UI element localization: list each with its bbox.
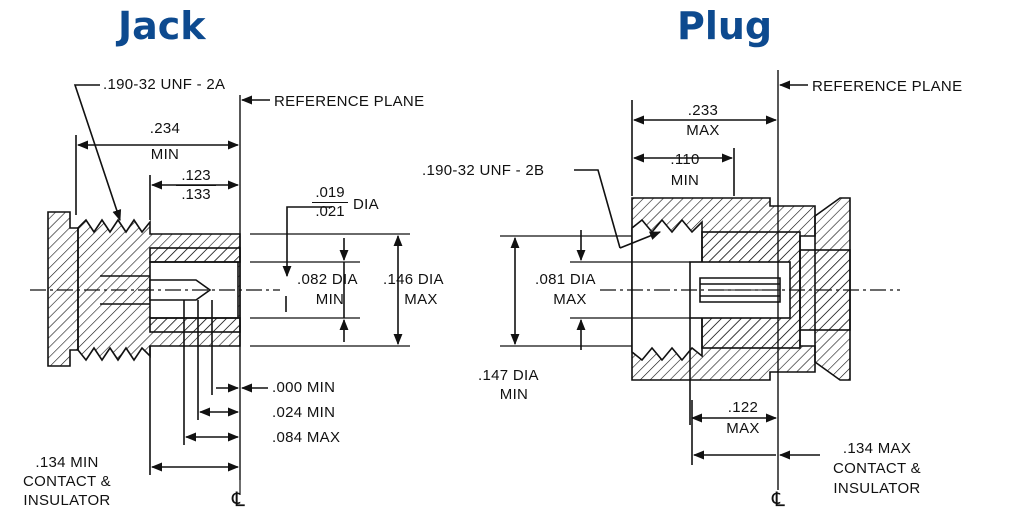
plug-dim-122: .122 [727, 399, 759, 416]
jack-frac-019: .019 [312, 184, 348, 203]
jack-dim-234-min: MIN [150, 146, 180, 163]
jack-dim-000: .000 MIN [272, 379, 336, 396]
jack-reference-plane-label: REFERENCE PLANE [274, 93, 425, 110]
jack-contact-line1: .134 MIN [35, 454, 99, 471]
plug-contact-line2: CONTACT & [833, 460, 921, 477]
plug-reference-plane-label: REFERENCE PLANE [812, 78, 963, 95]
jack-fraction-123-133: .123 .133 [176, 167, 216, 204]
jack-dim-146: .146 DIA [383, 271, 444, 288]
jack-dim-084: .084 MAX [272, 429, 341, 446]
plug-dim-233-max: MAX [686, 122, 720, 139]
plug-dim-122-max: MAX [726, 420, 760, 437]
plug-centerline-symbol: ℄ [772, 489, 785, 511]
plug-dim-233: .233 [687, 102, 719, 119]
jack-dim-024: .024 MIN [272, 404, 336, 421]
jack-dim-234: .234 [149, 120, 181, 137]
jack-contact-line3: INSULATOR [23, 492, 111, 509]
plug-dim-147: .147 DIA [478, 367, 539, 384]
plug-title: Plug [677, 4, 773, 48]
plug-dim-147-min: MIN [499, 386, 529, 403]
jack-drawing [30, 84, 410, 495]
jack-frac-123: .123 [176, 167, 216, 186]
jack-centerline-symbol: ℄ [232, 489, 245, 511]
jack-frac-021: .021 [315, 203, 345, 220]
jack-frac-133: .133 [181, 186, 211, 203]
plug-thread-label: .190-32 UNF - 2B [422, 162, 545, 179]
jack-contact-line2: CONTACT & [23, 473, 111, 490]
jack-insulator-bottom [149, 317, 241, 333]
jack-dim-082: .082 DIA [297, 271, 358, 288]
jack-title: Jack [118, 4, 206, 48]
plug-drawing [500, 70, 900, 490]
jack-insulator-top [149, 247, 241, 263]
plug-dim-110: .110 [670, 151, 700, 168]
plug-dim-081: .081 DIA [535, 271, 596, 288]
plug-contact-line1: .134 MAX [842, 440, 912, 457]
jack-flange [47, 211, 79, 367]
jack-thread-label: .190-32 UNF - 2A [103, 76, 226, 93]
jack-fraction-019-021: .019 .021 [312, 184, 348, 221]
jack-dim-146-max: MAX [404, 291, 438, 308]
plug-dim-081-max: MAX [553, 291, 587, 308]
jack-dim-082-min: MIN [315, 291, 345, 308]
plug-contact-line3: INSULATOR [833, 480, 921, 497]
plug-dim-110-min: MIN [670, 172, 700, 189]
jack-dia-label: DIA [353, 196, 379, 213]
